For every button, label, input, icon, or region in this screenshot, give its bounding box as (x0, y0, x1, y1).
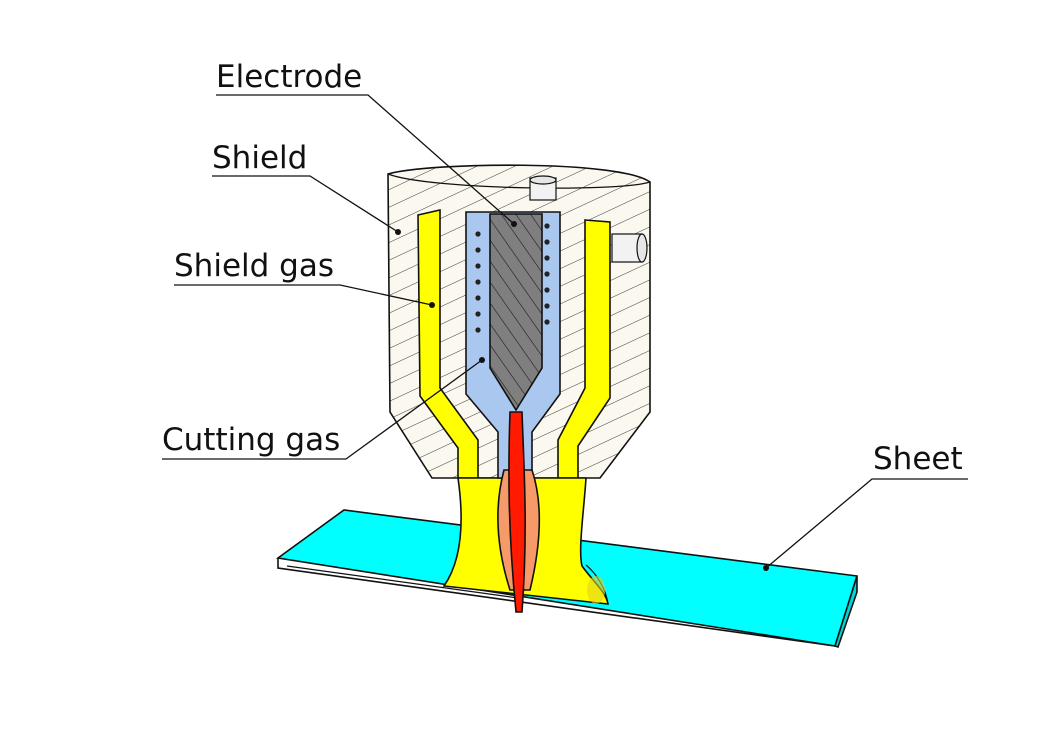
sheet-bevel-line (286, 565, 519, 599)
plasma-arc-core (508, 411, 526, 613)
label-electrode: Electrode (216, 59, 517, 227)
sheet-front-edge (277, 558, 836, 647)
electrode-label: Electrode (216, 59, 362, 95)
electrode (489, 213, 543, 412)
coil-dots (475, 223, 550, 333)
label-sheet: Sheet (763, 441, 968, 571)
shield-label: Shield (212, 140, 307, 176)
cutting-gas-label: Cutting gas (162, 422, 340, 458)
label-shield: Shield (212, 140, 401, 235)
sheet-label: Sheet (873, 441, 963, 477)
plasma-arc (497, 411, 541, 613)
shield-gas-label: Shield gas (174, 248, 334, 284)
sheet-side-face (834, 575, 858, 649)
label-shield-gas: Shield gas (174, 248, 435, 308)
label-cutting-gas: Cutting gas (162, 357, 485, 460)
